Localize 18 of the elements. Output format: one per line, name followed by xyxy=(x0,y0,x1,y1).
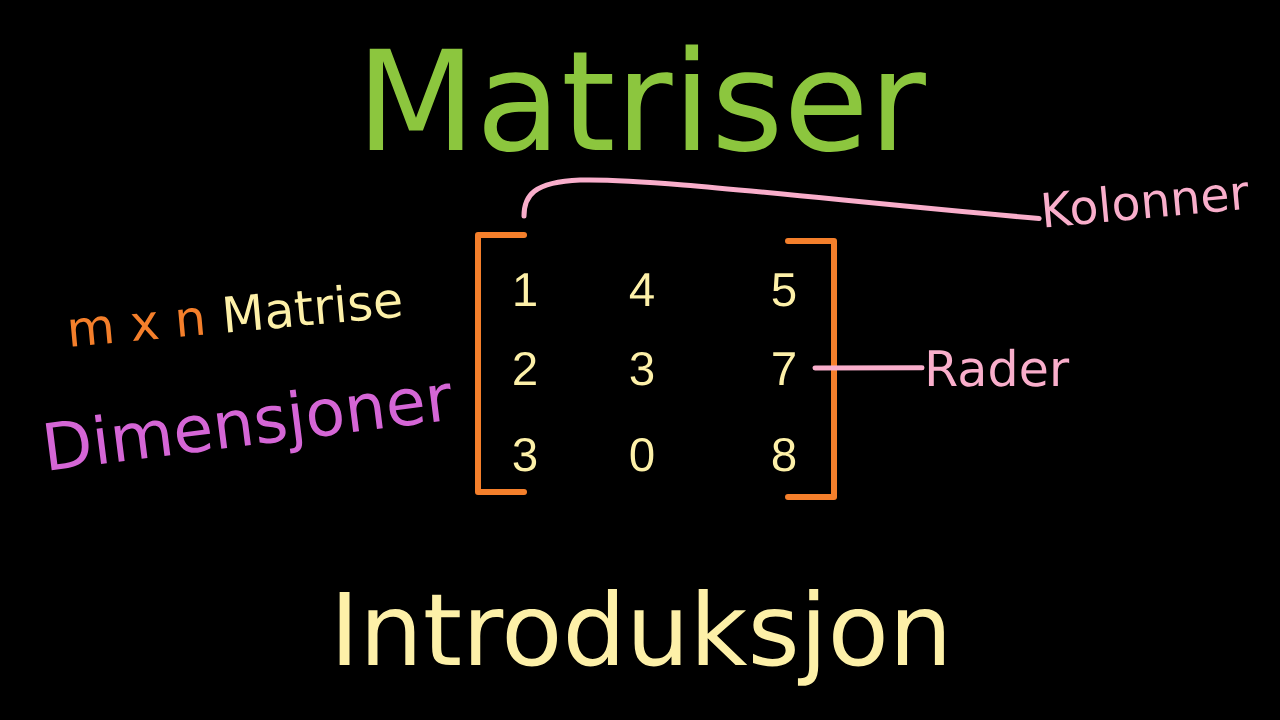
matrix-entry: 5 xyxy=(772,273,796,307)
matrix-entry: 3 xyxy=(630,351,654,386)
annotation-text: Matrise xyxy=(224,284,401,333)
callout-label: Rader xyxy=(928,348,1070,387)
annotation-text: Dimensjoner xyxy=(45,383,451,471)
title: Matriser xyxy=(369,44,926,152)
dimension-notation: m x n xyxy=(70,308,204,347)
matrix-entry: 4 xyxy=(629,273,654,306)
matrix-entry: 8 xyxy=(772,437,796,472)
matrix-entry: 1 xyxy=(515,273,536,306)
leader-line xyxy=(521,177,1042,222)
matrix-entry: 7 xyxy=(773,352,795,385)
subtitle: Introduksjon xyxy=(339,588,944,686)
matrix-entry: 3 xyxy=(513,437,537,472)
leader-line xyxy=(812,365,925,371)
matrix-entry: 2 xyxy=(514,351,536,385)
callout-label: Kolonner xyxy=(1043,182,1249,228)
matrix-entry: 0 xyxy=(630,437,654,472)
